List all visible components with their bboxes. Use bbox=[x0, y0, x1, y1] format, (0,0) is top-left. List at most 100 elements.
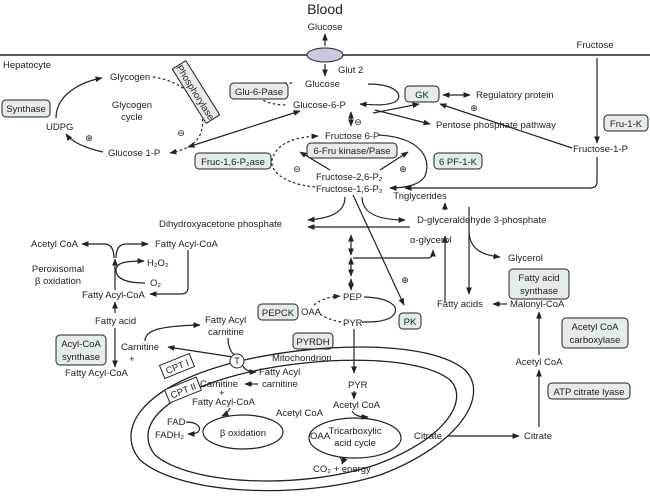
blood-title: Blood bbox=[307, 1, 343, 17]
fru-kinase-pase-label: 6-Fru kinase/Pase bbox=[313, 146, 390, 157]
enzyme-pepck bbox=[257, 303, 299, 321]
enzyme-acyl-coa-synthase bbox=[55, 334, 107, 366]
enzyme-fruc-16-p2ase bbox=[194, 152, 272, 170]
glu-6-pase-label: Glu-6-Pase bbox=[235, 87, 283, 98]
fas-label-2: synthase bbox=[520, 286, 558, 297]
dhap: Dihydroxyacetone phosphate bbox=[159, 219, 282, 230]
arrow-tca-co2 bbox=[339, 456, 348, 465]
arrow-fac-beta bbox=[221, 407, 231, 417]
arrow-t-fac-in bbox=[242, 365, 257, 375]
fructose-16p2: Fructose-1,6-P₂ bbox=[316, 184, 383, 195]
fatty-acyl-coa-mid: Fatty Acyl-CoA bbox=[82, 290, 145, 301]
enzyme-fru-kinase-pase bbox=[306, 142, 398, 159]
acetyl-coa-perox: Acetyl CoA bbox=[31, 239, 79, 250]
pepck-label: PEPCK bbox=[262, 308, 295, 319]
glut2-label: Glut 2 bbox=[338, 65, 363, 76]
acetyl-coa-cyto: Acetyl CoA bbox=[516, 357, 564, 368]
fatty-acyl-carnitine-in-2: carnitine bbox=[262, 379, 298, 390]
tca-label-2: acid cycle bbox=[334, 438, 376, 449]
enzyme-6pf1k bbox=[433, 152, 483, 170]
regulatory-protein: Regulatory protein bbox=[476, 90, 554, 101]
enzyme-pk bbox=[398, 312, 422, 330]
arrow-acetylcoa-tca bbox=[351, 410, 369, 420]
synthase-label: Synthase bbox=[6, 104, 46, 115]
beta-oxidation-cycle bbox=[202, 414, 284, 450]
acetyl-coa-beta: Acetyl CoA bbox=[276, 408, 324, 419]
pyrdh-label: PYRDH bbox=[296, 337, 329, 348]
glucose-6p: Glucose-6-P bbox=[293, 100, 346, 111]
plus-sign-1: + bbox=[129, 354, 135, 365]
arrow-o2-h2o2 bbox=[115, 258, 146, 284]
glucose-blood: Glucose bbox=[308, 22, 343, 33]
fructose-1p: Fructose-1-P bbox=[573, 144, 628, 155]
acc-label-2: carboxylase bbox=[570, 335, 621, 346]
citrate-mito: Citrate bbox=[414, 431, 442, 442]
fatty-acyl-coa-top: Fatty Acyl-CoA bbox=[155, 239, 218, 250]
arrow-glucose-g6p bbox=[359, 83, 400, 108]
arrow-to-fattyacylcoa bbox=[115, 241, 149, 259]
arrow-g1p-udpg bbox=[65, 133, 104, 153]
plus-icon: ⊕ bbox=[85, 134, 93, 144]
acyl-coa-synthase-label-2: synthase bbox=[62, 352, 100, 363]
enzyme-synthase bbox=[1, 99, 51, 118]
arrow-f1p-gk bbox=[439, 103, 573, 149]
arrow-to-acetylcoa bbox=[81, 241, 115, 259]
beta-oxidation-label: β oxidation bbox=[220, 428, 266, 439]
malonyl-coa: Malonyl-CoA bbox=[510, 299, 565, 310]
fatty-acyl-coa-mito: Fatty Acyl-CoA bbox=[192, 397, 255, 408]
carnitine-in: Carnitine bbox=[200, 379, 238, 390]
g3p: D-glyceraldehyde 3-phosphate bbox=[417, 215, 546, 226]
enzyme-gk bbox=[404, 85, 440, 103]
arrow-f26p2-f6p bbox=[299, 151, 331, 171]
arrow-f16p2-dhap bbox=[307, 196, 346, 223]
arrow-f16p2-pk bbox=[352, 194, 405, 306]
enzyme-atp-citrate-lyase bbox=[547, 382, 631, 400]
pep: PEP bbox=[343, 292, 362, 303]
arrow-pep-pyr bbox=[361, 296, 396, 323]
fadh2: FADH₂ bbox=[155, 430, 184, 441]
glycerol: Glycerol bbox=[508, 253, 543, 264]
minus-icon: ⊖ bbox=[354, 118, 362, 128]
fructose-blood: Fructose bbox=[577, 40, 614, 51]
plus-icon: ⊕ bbox=[401, 276, 409, 286]
glycogen-cycle-2: cycle bbox=[121, 112, 143, 123]
enzyme-fatty-acid-synthase bbox=[508, 268, 570, 300]
enzyme-glu-6-pase bbox=[229, 82, 289, 100]
arrow-f16p2-f6p bbox=[271, 133, 319, 188]
fatty-acyl-carnitine-out-2: carnitine bbox=[208, 327, 244, 338]
enzyme-phosphorylase: Phosphorylase bbox=[172, 60, 220, 124]
tca-cycle bbox=[308, 417, 402, 459]
fatty-acids: Fatty acids bbox=[437, 299, 483, 310]
mitochondrion-label: Mitochondrion bbox=[272, 353, 332, 364]
glucose-1p: Glucose 1-P bbox=[108, 148, 160, 159]
h2o2: H₂O₂ bbox=[147, 258, 169, 269]
fatty-acyl-coa-low: Fatty Acyl-CoA bbox=[65, 368, 128, 379]
o2: O₂ bbox=[150, 278, 161, 289]
arrow-recycle-fattyacylcoa bbox=[149, 250, 189, 297]
acyl-coa-synthase-label-1: Acyl-CoA bbox=[61, 339, 101, 350]
arrow-fad-fadh2 bbox=[185, 421, 201, 437]
minus-icon: ⊖ bbox=[293, 165, 301, 175]
arrow-oaa-pep bbox=[313, 293, 341, 306]
fad: FAD bbox=[167, 417, 186, 428]
enzyme-acetyl-coa-carboxylase bbox=[561, 317, 629, 349]
acetyl-coa-mito: Acetyl CoA bbox=[333, 400, 381, 411]
tca-label-1: Tricarboxylic bbox=[329, 426, 382, 437]
6pf1k-label: 6 PF-1-K bbox=[439, 157, 478, 168]
alpha-glycerol: α-glycerol bbox=[410, 235, 451, 246]
fruc-16-p2ase-label: Fruc-1,6-P₂ase bbox=[201, 157, 265, 168]
gk-label: GK bbox=[415, 90, 429, 101]
arrow-t-carnitine bbox=[167, 345, 234, 358]
glycogen-cycle-1: Glycogen bbox=[112, 100, 152, 111]
pyr-mito: PYR bbox=[348, 380, 368, 391]
arrow-g6p-g1p bbox=[187, 110, 301, 148]
mito-outer-membrane bbox=[130, 346, 475, 492]
enzyme-fru-1-k bbox=[603, 114, 649, 132]
mito-inner-membrane bbox=[147, 359, 458, 482]
glucose: Glucose bbox=[305, 79, 340, 90]
transporter-t bbox=[229, 353, 245, 369]
oaa-cyto: OAA bbox=[301, 307, 322, 318]
acl-label: ATP citrate lyase bbox=[554, 387, 625, 398]
arrow-f26p2-pf1k bbox=[379, 151, 409, 171]
